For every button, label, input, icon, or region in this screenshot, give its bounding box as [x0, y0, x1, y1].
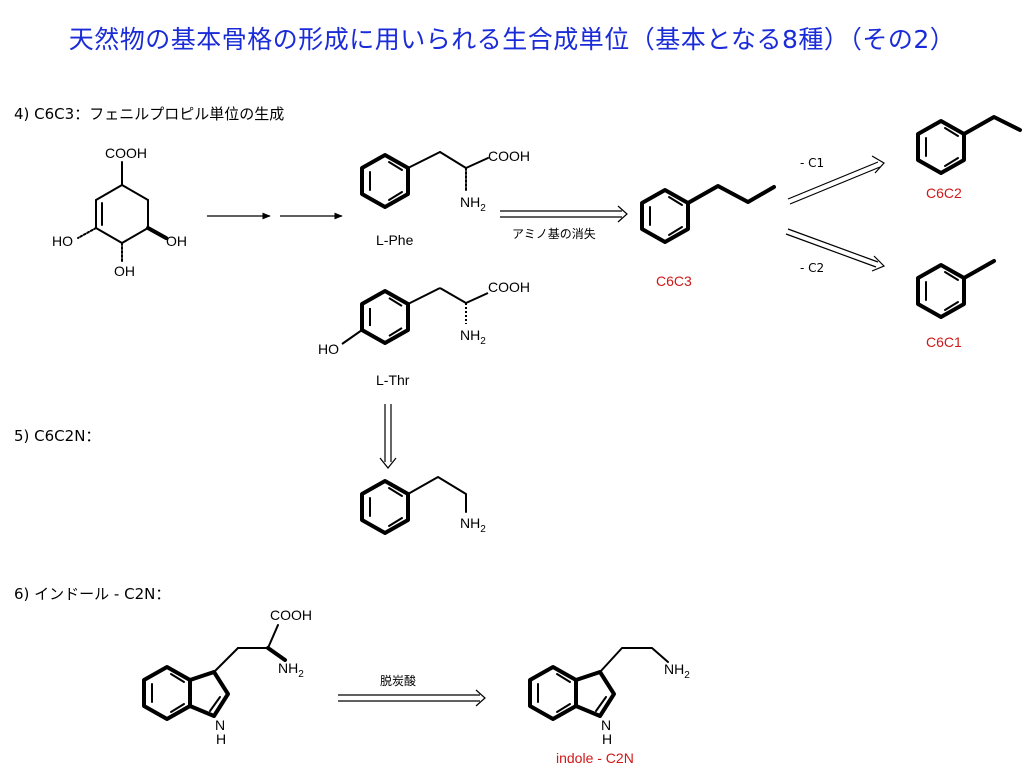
tryptamine-structure — [528, 647, 669, 721]
tryptophan-h-label: H — [216, 731, 226, 747]
shikimic-ho-label: HO — [52, 233, 73, 249]
tryptophan-cooh-label: COOH — [270, 607, 312, 623]
c6c2-label: C6C2 — [926, 185, 962, 201]
amino-loss-label: アミノ基の消失 — [512, 226, 596, 241]
page-title: 天然物の基本骨格の形成に用いられる生合成単位（基本となる8種）（その2） — [68, 25, 956, 54]
l-phe-caption: L-Phe — [376, 232, 414, 248]
tryptamine-nh2-label: NH2 — [664, 661, 690, 681]
decarboxylation-arrow — [338, 689, 486, 707]
down-double-arrow — [379, 404, 397, 469]
c6c3-label: C6C3 — [656, 273, 692, 289]
l-phe-nh2-label: NH2 — [460, 194, 486, 214]
shikimic-oh-label-bottom: OH — [114, 263, 135, 279]
l-phe-structure — [360, 151, 489, 209]
tryptophan-structure — [142, 624, 287, 721]
l-thr-ho-label: HO — [318, 341, 339, 357]
l-thr-caption: L-Thr — [376, 372, 410, 388]
section-indole-heading: 6) インドール - C2N： — [14, 585, 171, 603]
minus-c1-arrow — [787, 155, 885, 205]
tryptophan-n-label: N — [215, 717, 225, 733]
c6c3-structure — [640, 184, 776, 244]
section-c6c2n-heading: 5) C6C2N： — [14, 427, 101, 445]
tryptamine-h-label: H — [602, 731, 612, 747]
decarboxylation-label: 脱炭酸 — [380, 673, 416, 688]
l-thr-cooh-label: COOH — [488, 279, 530, 295]
shikimic-acid-structure — [77, 161, 168, 263]
l-phe-cooh-label: COOH — [488, 148, 530, 164]
c6c1-label: C6C1 — [926, 334, 962, 350]
tryptamine-n-label: N — [601, 717, 611, 733]
c6c2-structure — [916, 115, 1022, 175]
phenethylamine-nh2-label: NH2 — [460, 515, 486, 535]
phenethylamine-structure — [360, 476, 467, 535]
indole-c2n-label: indole - C2N — [556, 750, 634, 766]
minus-c2-arrow — [785, 228, 886, 272]
minus-c2-label: - C2 — [800, 261, 824, 275]
shikimic-oh-label-right: OH — [166, 233, 187, 249]
minus-c1-label: - C1 — [800, 156, 824, 170]
c6c1-structure — [916, 259, 996, 319]
l-thr-nh2-label: NH2 — [460, 327, 486, 347]
l-thr-structure — [341, 287, 489, 345]
amino-loss-arrow — [500, 205, 628, 223]
tryptophan-nh2-label: NH2 — [278, 660, 304, 680]
shikimic-cooh-label: COOH — [105, 145, 147, 161]
section-c6c3-heading: 4) C6C3：フェニルプロピル単位の生成 — [14, 105, 285, 123]
